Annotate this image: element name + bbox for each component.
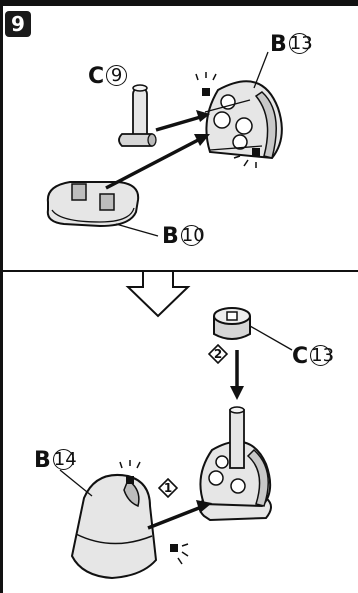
step-number-badge: 9 [5,11,31,37]
next-step-arrow [125,270,191,318]
part-c13-collar [213,307,251,340]
order-marker-2: 2 [207,343,229,365]
order-marker-text: 1 [163,481,173,495]
part-b13-dome [204,80,283,160]
arrow-c13-down [230,350,244,400]
attention-mark-bottom-1 [119,460,141,484]
label-letter: B [34,448,51,473]
order-marker-text: 2 [213,347,223,361]
leader-b14 [59,469,93,497]
label-number: 9 [106,65,128,86]
label-number: 13 [310,345,335,366]
label-number: 14 [52,449,77,470]
label-letter: C [292,344,309,369]
part-c9-peg [118,84,157,147]
leader-c13 [249,325,293,351]
part-b13-assembled [198,406,272,522]
arrow-c9-to-b13 [155,110,210,132]
label-letter: B [162,224,179,249]
leader-b13 [253,51,269,89]
label-number: 13 [288,33,313,54]
part-b10-base [46,181,140,228]
label-letter: C [88,64,105,89]
part-b14-cover [70,474,158,580]
label-number: 10 [180,225,205,246]
attention-mark-top-2 [233,148,260,168]
label-letter: B [270,32,287,57]
arrow-b10-to-b13 [105,134,210,190]
order-marker-1: 1 [157,477,179,499]
arrow-b14-to-assembled [147,500,212,530]
attention-mark-bottom-2 [170,543,189,565]
leader-b10 [115,223,159,237]
attention-mark-top-1 [195,72,217,96]
